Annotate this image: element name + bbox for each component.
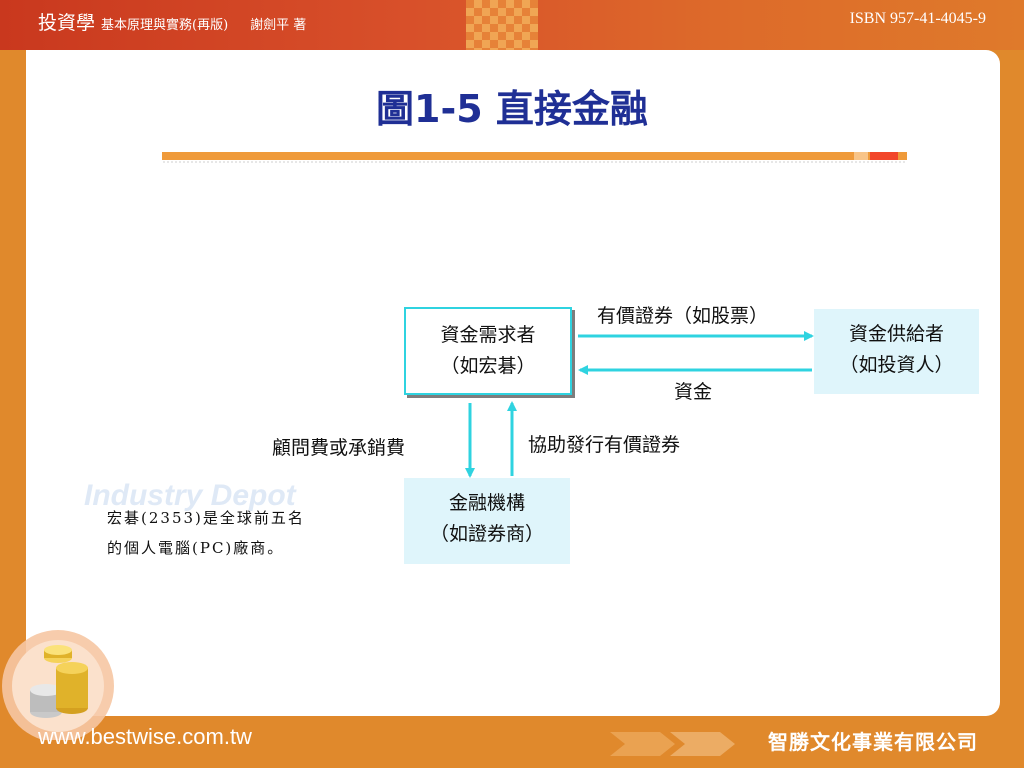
institution-label: 金融機構 [448, 492, 525, 514]
dotted-line [162, 161, 907, 163]
supplier-label: 資金供給者 [848, 323, 944, 345]
chevron-arrows-icon [610, 732, 735, 756]
arrow-funds-label: 資金 [674, 381, 713, 403]
book-author: 謝劍平 著 [250, 18, 307, 33]
isbn-label: ISBN 957-41-4045-9 [849, 10, 986, 27]
demander-label: 資金需求者 [440, 324, 536, 346]
arrow-securities-label: 有價證券（如股票） [597, 305, 769, 327]
company-name: 智勝文化事業有限公司 [768, 730, 978, 754]
header-book-info: 投資學基本原理與實務(再版) 謝劍平 著 [38, 8, 306, 35]
checker-decoration [466, 0, 538, 50]
book-subtitle: 基本原理與實務(再版) [101, 18, 229, 33]
arrow-fee-label: 顧問費或承銷費 [272, 437, 406, 459]
financial-institution-box: 金融機構 （如證券商） [404, 478, 570, 564]
fund-demander-box: 資金需求者 （如宏碁） [404, 307, 572, 395]
fund-supplier-box: 資金供給者 （如投資人） [814, 309, 979, 394]
coin-stack-icon [2, 630, 114, 740]
title-underline [162, 152, 907, 160]
note-line-2: 的個人電腦(PC)廠商。 [107, 539, 285, 557]
arrow-issue-label: 協助發行有價證券 [528, 434, 681, 456]
book-title: 投資學 [38, 12, 96, 34]
supplier-example: （如投資人） [839, 354, 954, 376]
acer-note: 宏碁(2353)是全球前五名 的個人電腦(PC)廠商。 [107, 503, 305, 563]
demander-example: （如宏碁） [440, 355, 536, 377]
note-line-1: 宏碁(2353)是全球前五名 [107, 509, 305, 527]
slide-title: 圖1-5 直接金融 [376, 87, 648, 131]
footer-url: www.bestwise.com.tw [38, 724, 252, 749]
watermark-text: Industry Depot [84, 479, 296, 512]
institution-example: （如證券商） [429, 523, 544, 545]
